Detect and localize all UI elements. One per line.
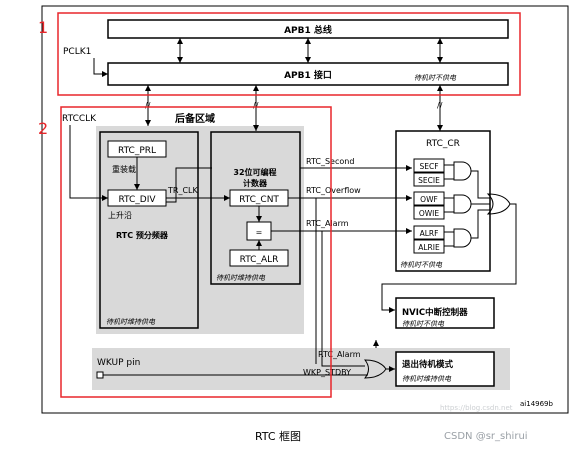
- secie-label: SECIE: [418, 176, 440, 185]
- rtc-div-label: RTC_DIV: [118, 195, 156, 205]
- svg-text://: //: [145, 101, 151, 110]
- apb1-standby-note: 待机时不供电: [414, 74, 457, 82]
- interface-to-blocks-wires: // // //: [145, 85, 443, 131]
- rtc-cr-standby-note: 待机时不供电: [400, 261, 443, 269]
- rtc-alarm-label: RTC_Alarm: [306, 219, 349, 228]
- rtc-prl-label: RTC_PRL: [118, 146, 156, 156]
- figure-caption: RTC 框图: [255, 430, 301, 443]
- counter-title-2: 计数器: [243, 178, 268, 188]
- rtcclk-wire: [69, 125, 108, 199]
- nvic-block: [395, 297, 495, 329]
- faint-url: https://blog.csdn.net: [440, 404, 513, 412]
- rtc-alarm-2-label: RTC_Alarm: [318, 350, 361, 359]
- nvic-standby-note: 待机时不供电: [402, 320, 445, 328]
- rtc-cr-label: RTC_CR: [426, 139, 460, 149]
- reference-id: ai14969b: [520, 400, 554, 408]
- backup-domain-label: 后备区域: [175, 112, 215, 125]
- wkup-pin-square: [96, 371, 104, 379]
- or-to-nvic-wire: [381, 203, 517, 311]
- wkup-pin-label: WKUP pin: [97, 358, 140, 368]
- counter-title-1: 32位可编程: [233, 167, 276, 177]
- alrie-label: ALRIE: [418, 243, 440, 252]
- exit-standby-block: [395, 351, 495, 387]
- svg-text://: //: [253, 101, 259, 110]
- prescaler-block: [99, 131, 199, 329]
- region-1-marker: 1: [38, 18, 48, 37]
- apb1-bus-label: APB1 总线: [284, 24, 332, 36]
- secf-label: SECF: [419, 162, 438, 171]
- svg-text://: //: [437, 101, 443, 110]
- owf-label: OWF: [420, 195, 438, 204]
- wkp-stdby-label: WKP_STDBY: [303, 368, 351, 377]
- exit-standby-note: 待机时维持供电: [402, 375, 452, 383]
- rtc-cnt-label: RTC_CNT: [239, 195, 279, 205]
- apb1-interface-label: APB1 接口: [284, 69, 332, 81]
- alrf-label: ALRF: [420, 229, 439, 238]
- counter-block: [210, 131, 301, 285]
- and-gates: [444, 161, 511, 248]
- reload-label: 重装载: [112, 164, 136, 174]
- rtc-second-label: RTC_Second: [306, 157, 354, 166]
- csdn-watermark: CSDN @sr_shirui: [444, 431, 528, 442]
- signal-lines: [166, 165, 412, 367]
- counter-standby-note: 待机时维持供电: [216, 274, 266, 282]
- region-2-box: [60, 106, 332, 398]
- exit-standby-label: 退出待机模式: [402, 359, 454, 370]
- tr-clk-label: TR_CLK: [167, 186, 198, 195]
- prescaler-standby-note: 待机时维持供电: [106, 318, 156, 326]
- owie-label: OWIE: [419, 209, 440, 218]
- rtc-alr-label: RTC_ALR: [240, 255, 279, 265]
- prescaler-label: RTC 预分频器: [116, 230, 169, 240]
- wakeup-or-gate: [363, 359, 387, 379]
- pclk1-label: PCLK1: [63, 47, 91, 57]
- rtcclk-label: RTCCLK: [62, 114, 97, 124]
- overflow-edge-label: 上升沿: [108, 211, 132, 220]
- compare-label: =: [256, 228, 263, 237]
- rtc-overflow-label: RTC_Overflow: [306, 186, 361, 195]
- nvic-label: NVIC中断控制器: [402, 307, 468, 318]
- rtc-alr-register: [229, 249, 289, 267]
- region-1-box: [57, 12, 521, 96]
- bus-connectors: [177, 38, 443, 63]
- region-2-marker: 2: [38, 119, 48, 138]
